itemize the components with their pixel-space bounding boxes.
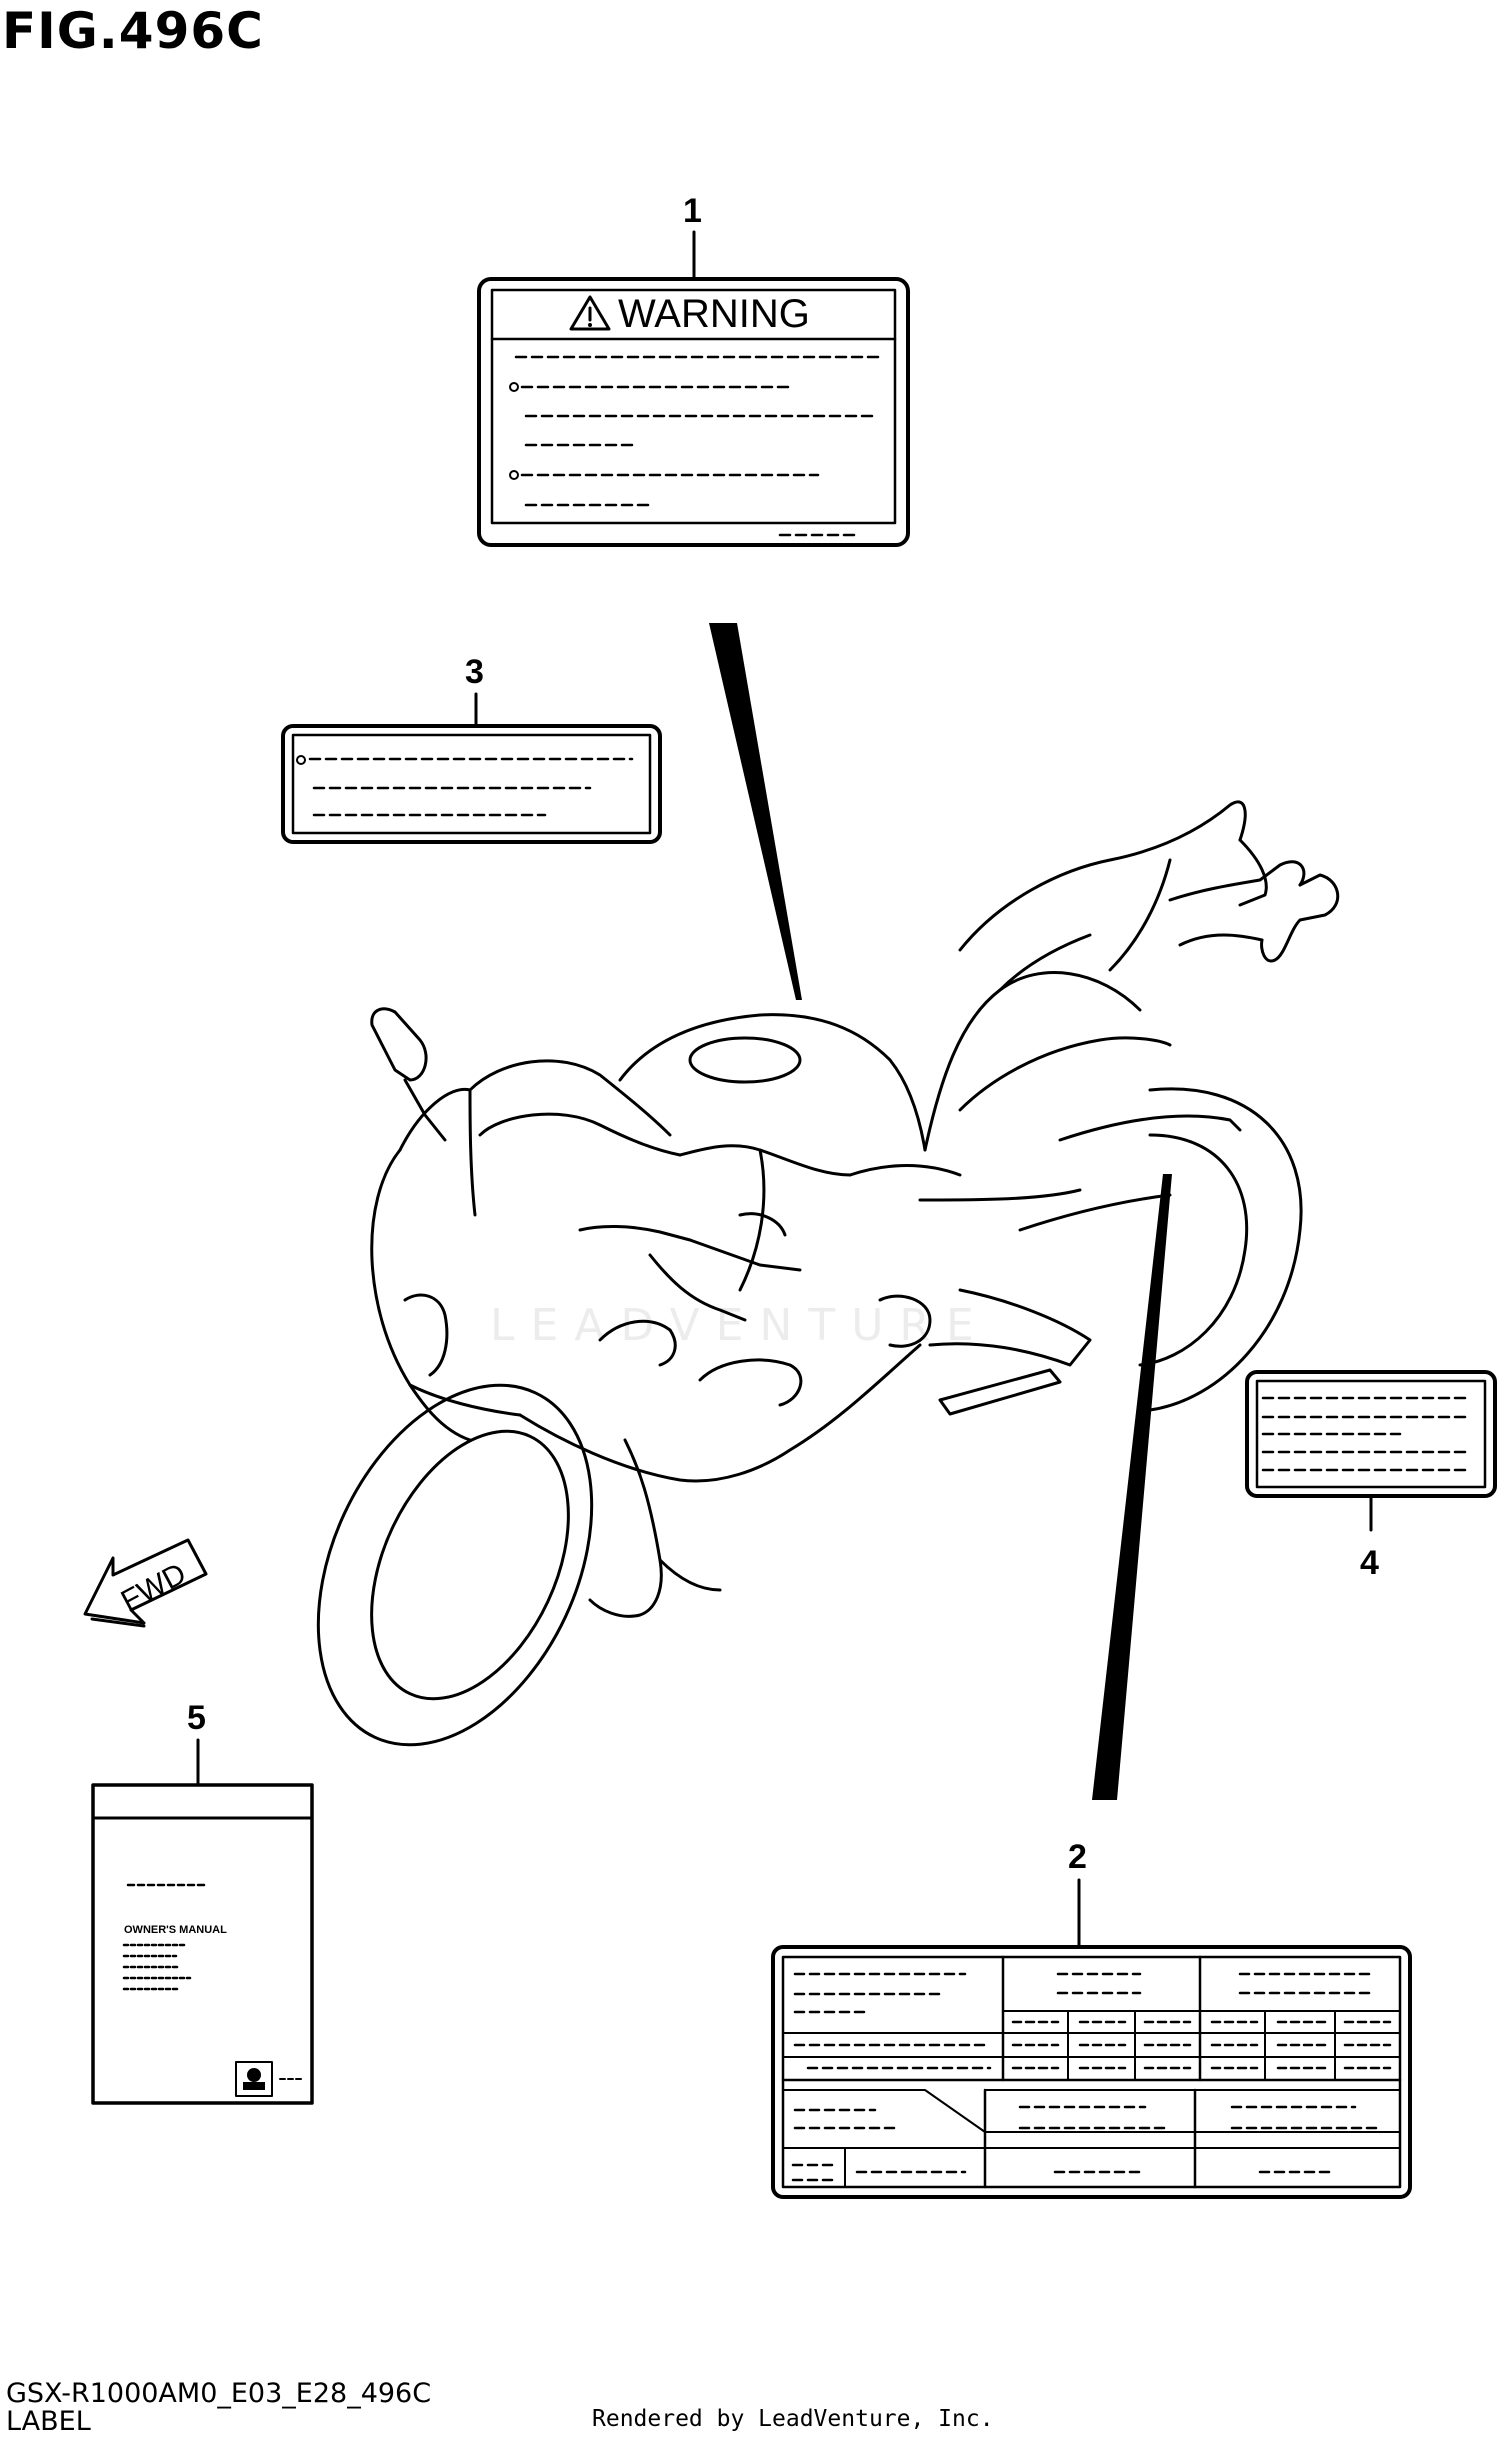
warning-triangle-icon (569, 295, 611, 331)
callout-4: 4 (1360, 1544, 1379, 1582)
leader-2 (1092, 1174, 1172, 1800)
motorcycle-illustration (316, 800, 1340, 1747)
manual-heading: OWNER'S MANUAL (124, 1924, 227, 1936)
callout-2: 2 (1068, 1838, 1087, 1876)
callout-3: 3 (465, 653, 484, 691)
warning-heading: WARNING (618, 292, 810, 336)
watermark: LEADVENTURE (490, 1300, 990, 1351)
fwd-text: FWD (116, 1557, 192, 1618)
footer-rendered-by: Rendered by LeadVenture, Inc. (592, 2406, 994, 2432)
footer-part-code: GSX-R1000AM0_E03_E28_496C (6, 2378, 432, 2409)
figure-title: FIG.496C (2, 2, 264, 60)
manual-symbol-icon (243, 2068, 265, 2090)
fwd-arrow-icon: FWD (83, 1538, 208, 1628)
label-4[interactable] (1245, 1370, 1497, 1498)
callout-1: 1 (683, 192, 702, 230)
callout-5: 5 (187, 1699, 206, 1737)
label-1-warning[interactable]: WARNING (477, 277, 910, 547)
leader-1 (709, 623, 802, 1000)
footer-section-label: LABEL (6, 2406, 91, 2437)
label-2-spec-table[interactable] (771, 1945, 1412, 2199)
label-3[interactable] (281, 724, 662, 844)
label-5-owners-manual[interactable]: OWNER'S MANUAL (91, 1783, 314, 2105)
